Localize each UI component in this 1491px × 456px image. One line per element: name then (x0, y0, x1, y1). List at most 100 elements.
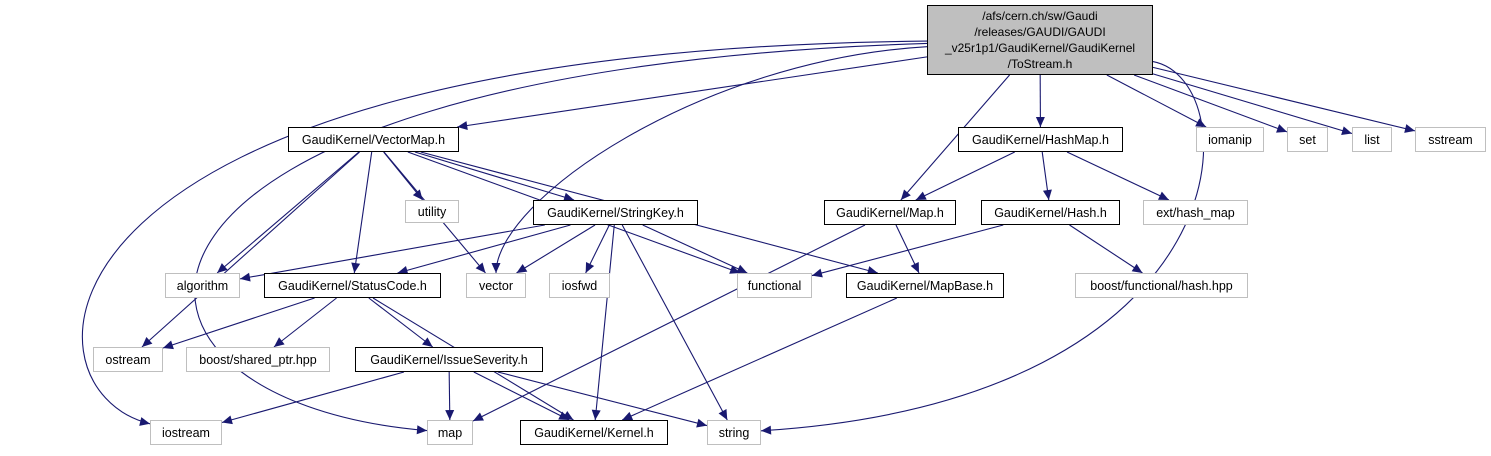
arrowhead-icon (558, 411, 570, 420)
edge-vectormap-to-ostream (141, 151, 360, 348)
node-algorithm: algorithm (165, 273, 240, 298)
node-iomanip: iomanip (1196, 127, 1264, 152)
arrowhead-icon (915, 191, 927, 200)
arrowhead-icon (491, 263, 501, 273)
arrowhead-icon (445, 409, 455, 420)
edge-stringkey-to-algorithm (239, 224, 545, 280)
arrowhead-icon (866, 266, 878, 275)
edge-statuscode-to-sharedptr (273, 297, 337, 348)
edge-stringkey-to-vector (516, 224, 596, 274)
arrowhead-icon (516, 263, 528, 273)
arrowhead-icon (222, 415, 233, 425)
arrowhead-icon (139, 417, 150, 426)
edge-issueseverity-to-kernelh (473, 371, 570, 421)
arrowhead-icon (761, 425, 772, 435)
node-maph[interactable]: GaudiKernel/Map.h (824, 200, 956, 225)
arrowhead-icon (696, 418, 707, 428)
edge-statuscode-to-ostream (162, 297, 315, 349)
arrowhead-icon (1404, 124, 1415, 133)
node-iostream: iostream (150, 420, 222, 445)
edge-issueseverity-to-iostream (221, 371, 405, 424)
edge-root-to-maph (900, 74, 1010, 201)
edge-mapbase-to-kernelh (621, 297, 898, 421)
edge-vectormap-to-algorithm (216, 151, 360, 274)
arrowhead-icon (217, 263, 228, 273)
arrowhead-icon (273, 337, 285, 347)
edge-statuscode-to-issueseverity (368, 297, 434, 348)
node-utility: utility (405, 200, 459, 223)
edge-stringkey-to-functional (642, 224, 748, 274)
arrowhead-icon (163, 340, 174, 350)
arrowhead-icon (1157, 191, 1169, 200)
node-sstream: sstream (1415, 127, 1486, 152)
arrowhead-icon (900, 189, 911, 200)
node-vector: vector (466, 273, 526, 298)
edge-root-to-string (760, 60, 1204, 432)
node-statuscode[interactable]: GaudiKernel/StatusCode.h (264, 273, 441, 298)
edge-issueseverity-to-string (497, 371, 708, 427)
node-stringkey[interactable]: GaudiKernel/StringKey.h (533, 200, 698, 225)
arrowhead-icon (1276, 124, 1287, 133)
arrowhead-icon (1341, 126, 1352, 135)
edge-stringkey-to-kernelh (594, 224, 615, 421)
arrowhead-icon (585, 262, 595, 273)
arrowhead-icon (240, 272, 251, 282)
arrowhead-icon (412, 189, 423, 200)
edge-root-to-iomanip (1106, 74, 1207, 128)
node-exthashmap: ext/hash_map (1143, 200, 1248, 225)
node-vectormap[interactable]: GaudiKernel/VectorMap.h (288, 127, 459, 152)
arrowhead-icon (1195, 118, 1207, 127)
arrowhead-icon (457, 121, 468, 130)
edge-root-to-sstream (1152, 66, 1416, 132)
node-kernelh[interactable]: GaudiKernel/Kernel.h (520, 420, 668, 445)
edge-root-to-map (194, 42, 928, 432)
arrowhead-icon (473, 412, 484, 421)
node-map: map (427, 420, 473, 445)
arrowhead-icon (475, 262, 486, 273)
arrowhead-icon (397, 265, 409, 275)
edge-hashh-to-boosthash (1069, 224, 1143, 274)
arrowhead-icon (422, 337, 433, 347)
arrowhead-icon (591, 409, 601, 420)
edge-stringkey-to-string (621, 224, 728, 421)
arrowhead-icon (736, 264, 748, 273)
edge-vectormap-to-stringkey (414, 151, 575, 201)
node-boosthash: boost/functional/hash.hpp (1075, 273, 1248, 298)
arrowhead-icon (718, 409, 728, 420)
arrowhead-icon (910, 262, 920, 273)
edge-vectormap-to-statuscode (353, 151, 373, 274)
arrowhead-icon (1035, 116, 1045, 127)
node-root: /afs/cern.ch/sw/Gaudi /releases/GAUDI/GA… (927, 5, 1153, 75)
edge-hashmap-to-maph (915, 151, 1015, 201)
node-sharedptr: boost/shared_ptr.hpp (186, 347, 330, 372)
node-functional: functional (737, 273, 812, 298)
edge-root-to-set (1133, 74, 1288, 133)
arrowhead-icon (416, 425, 427, 435)
node-iosfwd: iosfwd (549, 273, 610, 298)
node-set: set (1287, 127, 1328, 152)
arrowhead-icon (1042, 189, 1052, 200)
edge-stringkey-to-statuscode (397, 224, 571, 274)
edge-hashmap-to-exthashmap (1066, 151, 1170, 201)
node-issueseverity[interactable]: GaudiKernel/IssueSeverity.h (355, 347, 543, 372)
arrowhead-icon (351, 262, 361, 273)
node-hashh[interactable]: GaudiKernel/Hash.h (981, 200, 1120, 225)
node-hashmap[interactable]: GaudiKernel/HashMap.h (958, 127, 1123, 152)
node-list: list (1352, 127, 1392, 152)
edge-hashh-to-functional (811, 224, 1004, 277)
arrowhead-icon (563, 192, 575, 202)
edge-maph-to-map (472, 224, 866, 422)
arrowhead-icon (812, 268, 823, 278)
node-ostream: ostream (93, 347, 163, 372)
edge-root-to-vector (495, 46, 928, 274)
node-mapbase[interactable]: GaudiKernel/MapBase.h (846, 273, 1004, 298)
node-string: string (707, 420, 761, 445)
edge-root-to-iostream (81, 40, 928, 425)
arrowhead-icon (1131, 263, 1143, 273)
arrowhead-icon (141, 336, 153, 347)
edge-root-to-list (1152, 73, 1353, 135)
edge-root-to-vectormap (457, 56, 928, 128)
arrowhead-icon (622, 411, 634, 421)
